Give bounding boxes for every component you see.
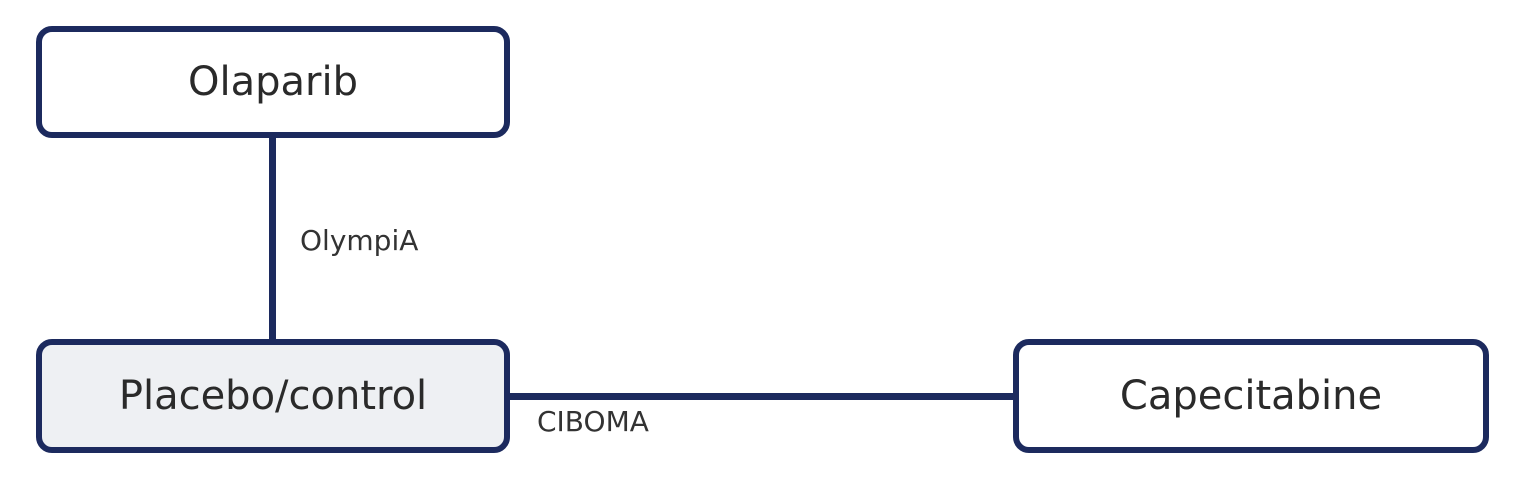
node-label: Olaparib: [188, 59, 358, 105]
node-capecitabine: Capecitabine: [1013, 339, 1489, 453]
edge-ciboma-line: [508, 393, 1018, 400]
node-olaparib: Olaparib: [36, 26, 510, 138]
edge-label-olympia: OlympiA: [300, 224, 419, 257]
node-label: Placebo/control: [118, 373, 428, 419]
node-placebo-control: Placebo/control: [36, 339, 510, 453]
edge-olympia-line: [269, 136, 276, 341]
edge-label-ciboma: CIBOMA: [537, 405, 649, 438]
node-label: Capecitabine: [1119, 373, 1383, 419]
